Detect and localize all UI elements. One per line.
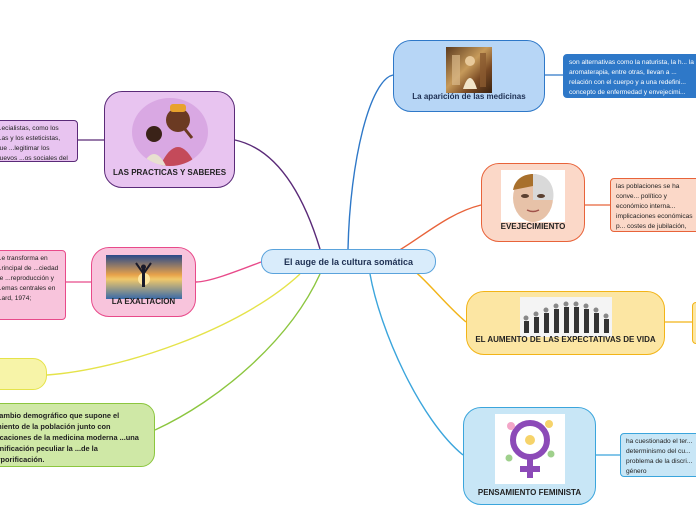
note-text: las poblaciones se ha conve... político … xyxy=(616,183,693,230)
note-text: ...ecialistas, como los ...as y los este… xyxy=(0,125,68,162)
link-practicas xyxy=(234,139,321,250)
central-topic[interactable]: El auge de la cultura somática xyxy=(261,249,436,274)
node-envejecimiento[interactable]: EVEJECIMIENTO xyxy=(481,163,585,242)
node-feminista[interactable]: PENSAMIENTO FEMINISTA xyxy=(463,407,596,505)
central-title: El auge de la cultura somática xyxy=(283,256,414,267)
note-envejecimiento[interactable]: las poblaciones se ha conve... político … xyxy=(610,178,696,232)
node-expectativas[interactable]: EL AUMENTO DE LAS EXPECTATIVAS DE VIDA xyxy=(466,291,665,355)
node-label: PENSAMIENTO FEMINISTA xyxy=(477,488,582,497)
aging-woman-face-image xyxy=(501,170,565,222)
renaissance-painting-image xyxy=(446,47,492,93)
woman-hair-care-illustration xyxy=(131,98,208,166)
link-medicinas xyxy=(347,74,394,250)
node-label: La aparición de las medicinas xyxy=(412,92,526,101)
note-feminista[interactable]: ha cuestionado el ter... determinismo de… xyxy=(620,433,696,477)
link-exaltacion xyxy=(195,261,262,283)
evolution-silhouettes-image xyxy=(519,297,612,337)
link-feminista xyxy=(369,273,464,456)
link-amarillo xyxy=(46,273,301,376)
node-exaltacion[interactable]: LA EXALTACION xyxy=(91,247,196,317)
note-text: son alternativas como la naturista, la h… xyxy=(569,59,694,96)
node-label: EL AUMENTO DE LAS EXPECTATIVAS DE VIDA xyxy=(475,335,656,344)
note-expectativas[interactable] xyxy=(692,302,696,344)
node-label: LA EXALTACION xyxy=(111,297,176,306)
link-demografico xyxy=(154,273,321,431)
note-text: ...e transforma en ...rincipal de ...cie… xyxy=(0,255,59,302)
note-exaltacion[interactable]: ...e transforma en ...rincipal de ...cie… xyxy=(0,250,66,320)
node-amarillo[interactable] xyxy=(0,358,47,390)
node-demografico[interactable]: ...cambio demográfico que supone el ...m… xyxy=(0,403,155,467)
node-label: LAS PRACTICAS Y SABERES xyxy=(112,168,227,177)
note-text: ha cuestionado el ter... determinismo de… xyxy=(626,438,693,475)
sunset-silhouette-image xyxy=(105,255,182,299)
node-practicas[interactable]: LAS PRACTICAS Y SABERES xyxy=(104,91,235,188)
node-label: EVEJECIMIENTO xyxy=(500,222,566,231)
note-medicinas[interactable]: son alternativas como la naturista, la h… xyxy=(563,54,696,98)
node-medicinas[interactable]: La aparición de las medicinas xyxy=(393,40,545,112)
note-practicas[interactable]: ...ecialistas, como los ...as y los este… xyxy=(0,120,78,162)
female-symbol-flowers-image xyxy=(494,414,565,484)
demografico-text: ...cambio demográfico que supone el ...m… xyxy=(0,411,139,464)
